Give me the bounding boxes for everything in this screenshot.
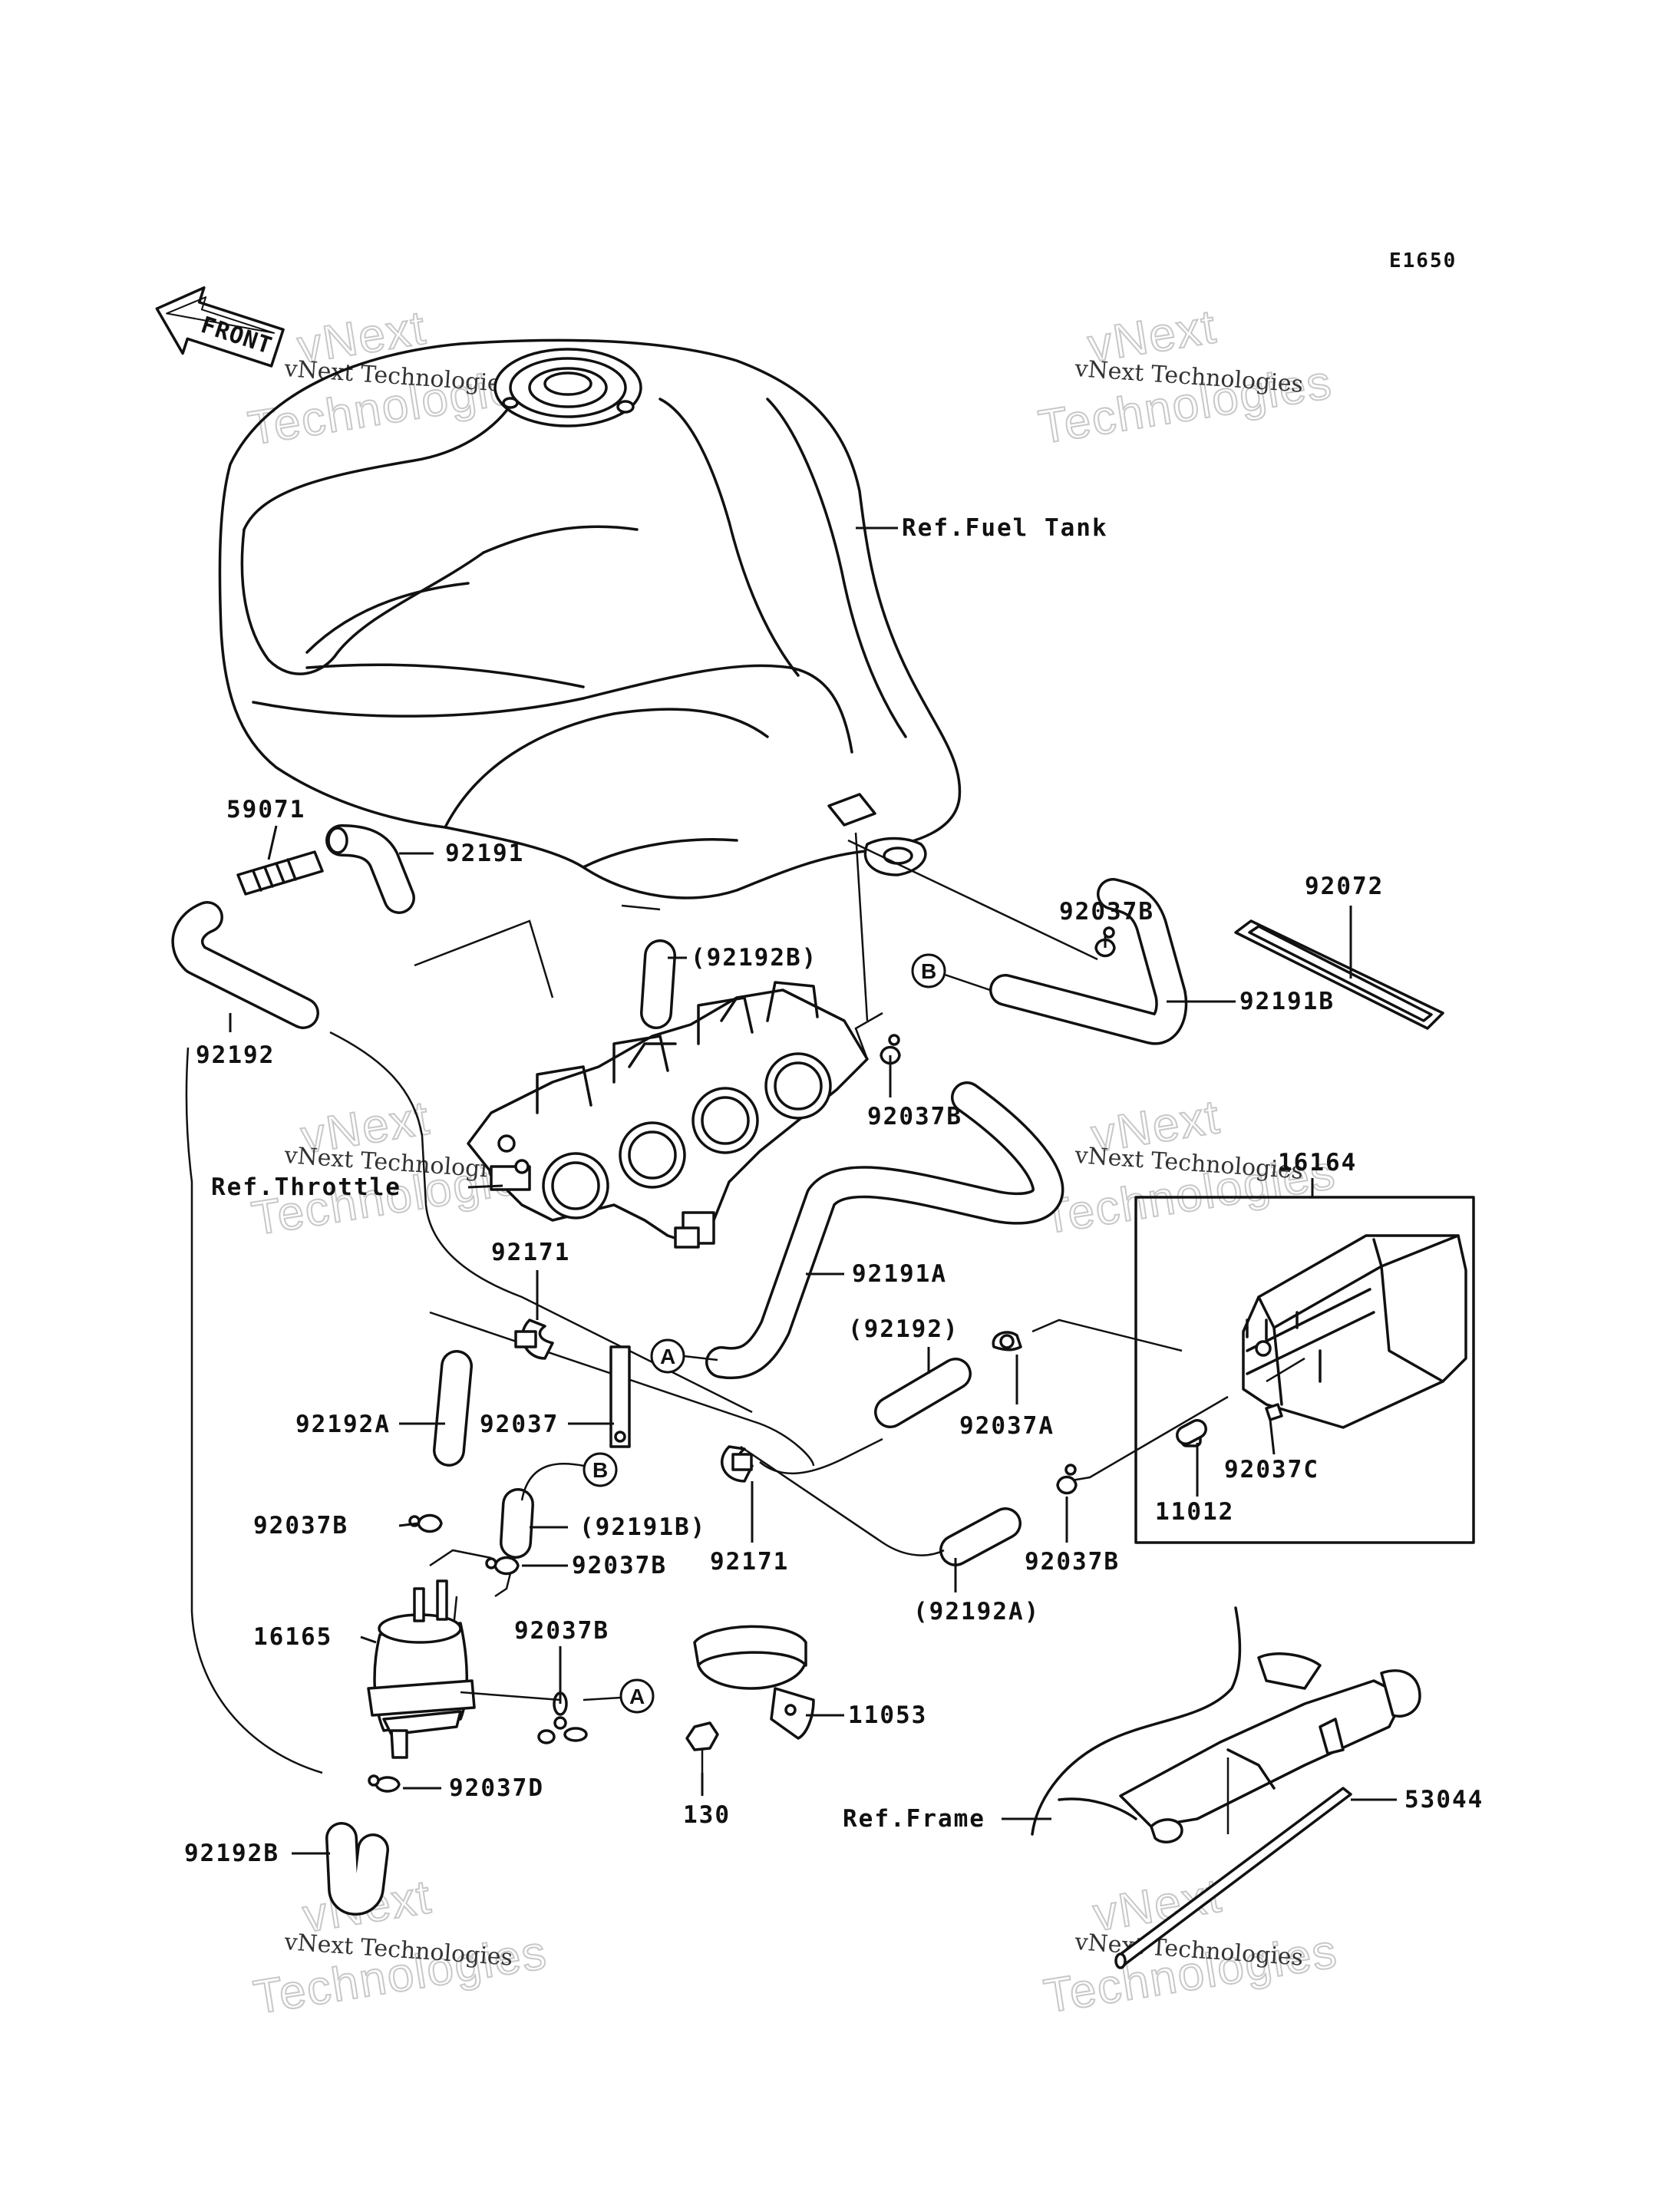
label-92037b-l3: 92037B <box>514 1617 609 1645</box>
label-92171-bottom: 92171 <box>710 1548 789 1576</box>
joint-59071 <box>236 850 324 896</box>
diagram-code: E1650 <box>1389 249 1457 272</box>
label-92192a: 92192A <box>295 1411 391 1438</box>
label-92192b: 92192B <box>184 1840 279 1867</box>
hose-92192a <box>433 1350 473 1467</box>
label-ref-fuel-tank: Ref.Fuel Tank <box>902 514 1108 542</box>
clamp-11053 <box>693 1625 815 1740</box>
hose-92191b <box>989 878 1188 1045</box>
label-92037b-l1: 92037B <box>253 1512 348 1540</box>
svg-text:B: B <box>921 959 936 983</box>
strap-92072 <box>1234 906 1444 1030</box>
bolt-130 <box>685 1721 719 1773</box>
label-92037c: 92037C <box>1224 1456 1319 1483</box>
label-92037a: 92037A <box>959 1412 1055 1440</box>
hose-92192b-lower <box>325 1822 389 1916</box>
hose-92192a-paren <box>939 1507 1022 1566</box>
throttle-body <box>467 981 869 1249</box>
clamp-92171-top <box>514 1318 554 1360</box>
callout-b-upper: B <box>911 953 991 992</box>
label-92192a-paren: (92192A) <box>913 1598 1040 1625</box>
hose-92191a <box>705 1081 1064 1380</box>
label-92037: 92037 <box>480 1411 559 1438</box>
label-ref-throttle: Ref.Throttle <box>211 1173 401 1201</box>
callout-b-lower: B <box>520 1452 618 1501</box>
clamp-92037c <box>1265 1403 1283 1421</box>
spring-clamps <box>368 926 1116 1793</box>
fuel-filter <box>367 1579 561 1759</box>
label-92191b-paren: (92191B) <box>579 1513 706 1541</box>
callout-a-lower: A <box>583 1678 655 1714</box>
label-92171-top: 92171 <box>491 1239 570 1266</box>
label-92037d: 92037D <box>449 1774 544 1802</box>
routing-lines <box>185 832 1305 1774</box>
label-92191a: 92191A <box>852 1260 947 1288</box>
label-92192b-paren: (92192B) <box>691 944 817 972</box>
svg-text:B: B <box>592 1458 608 1482</box>
part-labels: Ref.Fuel Tank 59071 92191 (92192B) 92192… <box>184 514 1484 1867</box>
svg-text:A: A <box>660 1345 675 1368</box>
label-92191b: 92191B <box>1239 988 1335 1015</box>
label-16164: 16164 <box>1278 1149 1357 1177</box>
label-92037b-r: 92037B <box>1025 1548 1120 1576</box>
label-11012: 11012 <box>1155 1498 1234 1526</box>
label-92192: 92192 <box>196 1041 275 1069</box>
callout-a-middle: A <box>650 1338 718 1374</box>
label-92037b-top: 92037B <box>1059 898 1154 926</box>
leader-lines <box>229 526 1397 1855</box>
hose-11012 <box>1176 1419 1207 1445</box>
label-92037b-l2: 92037B <box>572 1552 667 1579</box>
label-92072: 92072 <box>1305 873 1384 900</box>
frame <box>1031 1606 1421 1843</box>
hose-92191 <box>325 824 415 914</box>
label-16165: 16165 <box>253 1623 332 1651</box>
label-92037b-mid: 92037B <box>867 1103 962 1130</box>
svg-text:A: A <box>629 1685 645 1708</box>
label-92191: 92191 <box>445 840 524 867</box>
clamp-92171-bottom <box>721 1445 754 1483</box>
label-92192-paren: (92192) <box>848 1315 959 1343</box>
bracket-92037 <box>609 1345 631 1448</box>
hose-92191b-paren <box>500 1488 534 1559</box>
pipe-53044 <box>1114 1787 1352 1969</box>
hose-92192b-upper <box>640 939 676 1029</box>
label-11053: 11053 <box>848 1701 927 1729</box>
hose-92192-paren <box>874 1358 972 1428</box>
clamp-92037a <box>992 1331 1022 1351</box>
label-53044: 53044 <box>1404 1786 1484 1814</box>
label-ref-frame: Ref.Frame <box>843 1805 985 1833</box>
front-arrow: FRONT <box>155 286 285 368</box>
fuel-tank <box>218 338 962 899</box>
label-59071: 59071 <box>226 796 305 823</box>
label-130: 130 <box>683 1801 731 1829</box>
watermarks: vNext Technologies vNext Technologies vN… <box>244 299 1342 2025</box>
canister <box>1134 1196 1475 1544</box>
hose-92192 <box>171 901 319 1029</box>
